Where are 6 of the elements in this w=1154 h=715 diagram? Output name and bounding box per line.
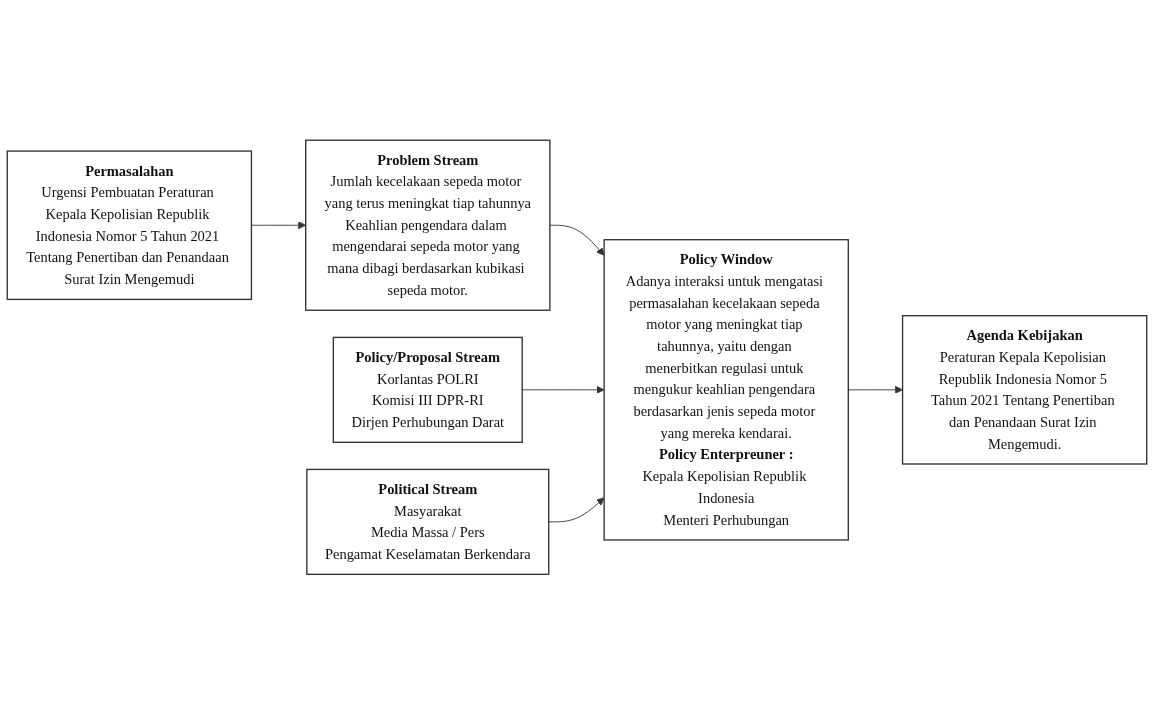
node-box: Permasalahan Urgensi Pembuatan Peraturan Kepala Kepolisian Republik Indonesia Nomor 5 Tahun 2021 Tentang Penertiban dan Penandaan Surat Izin Mengemudi — [6, 150, 253, 301]
node-box: Agenda Kebijakan Peraturan Kepala Kepolisian Republik Indonesia Nomor 5 Tahun 2021 Tentang Penertiban dan Penandaan Surat Izin Mengemudi. — [901, 315, 1148, 465]
node-box: Problem Stream Jumlah kecelakaan sepeda motor yang terus meningkat tiap tahunnya Keahlian pengendara dalam mengendarai sepeda motor yang mana dibagi berdasarkan kubikasi sepeda motor. — [305, 139, 551, 312]
node-box: Policy Window Adanya interaksi untuk mengatasi permasalahan kecelakaan sepeda motor yang meningkat tiap tahunnya, yaitu dengan menerbitkan regulasi untuk mengukur keahlian pengendara berdasarkan jenis sepeda motor yang mereka kendarai. Policy Enterpreuner : Kepala Kepolisian Republik Indonesia Menteri Perhubungan — [603, 239, 849, 541]
node-box: Policy/Proposal Stream Korlantas POLRI Komisi III DPR-RI Dirjen Perhubungan Darat — [332, 336, 523, 444]
node-box: Political Stream Masyarakat Media Massa / Pers Pengamat Keselamatan Berkendara — [306, 468, 550, 576]
